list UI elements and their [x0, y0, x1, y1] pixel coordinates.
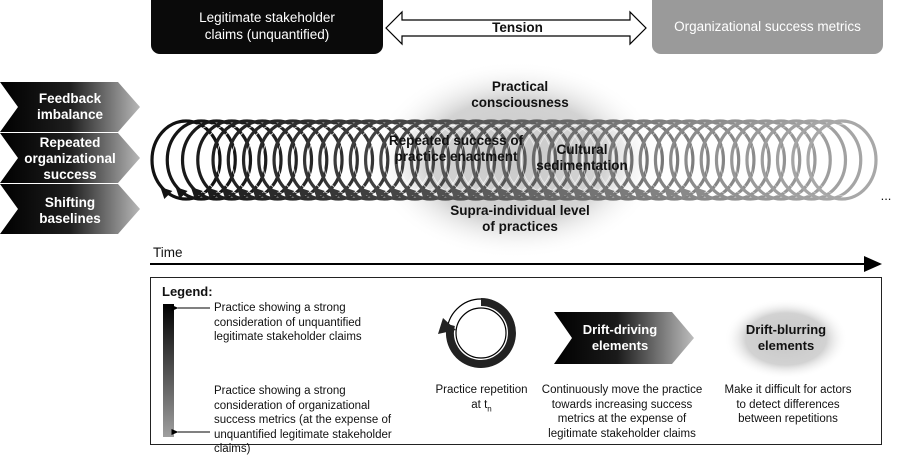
legend-title: Legend:: [162, 284, 213, 299]
success-metrics-label: Organizational success metrics: [674, 18, 861, 34]
driver-chevron-shifting-baselines: [0, 184, 140, 234]
driver-label-repeated-success: Repeated organizational success: [24, 135, 116, 183]
legend-drift-blurring-desc: Make it difficult for actors to detect d…: [724, 384, 852, 426]
legend-circle-caption-text: Practice repetition at t: [435, 384, 528, 411]
label-cultural-sedimentation: Cultural sedimentation: [536, 142, 628, 174]
legend-drift-blurring-label: Drift-blurring elements: [745, 322, 827, 353]
legend-gradient-top-desc: Practice showing a strong consideration …: [214, 302, 362, 344]
legend-gradient-bottom-desc: Practice showing a strong consideration …: [214, 385, 392, 456]
legend-drift-driving-chevron: [554, 312, 694, 364]
label-repeated-success-enactment: Repeated success of practice enactment: [388, 133, 524, 165]
legend-drift-driving-desc: Continuously move the practice towards i…: [541, 384, 703, 440]
time-label: Time: [153, 245, 183, 260]
legend-drift-driving-label: Drift-driving elements: [582, 322, 658, 353]
legend-circle-caption-subscript: n: [487, 403, 492, 413]
driver-chevron-repeated-success: [0, 133, 140, 183]
legend-gradient-bar: [163, 304, 174, 437]
tension-double-arrow: [385, 10, 647, 46]
tension-label: Tension: [492, 20, 543, 35]
stakeholder-claims-box: Legitimate stakeholder claims (unquantif…: [151, 0, 383, 54]
drift-blurring-cloud: [370, 61, 662, 259]
legend-drift-blurring-cloud: [724, 299, 848, 379]
stakeholder-claims-label: Legitimate stakeholder claims (unquantif…: [199, 10, 335, 42]
practice-repetition-circle: [806, 119, 878, 201]
legend-circle-caption: Practice repetition at tn: [434, 383, 529, 414]
drift-driver-chevrons: [0, 82, 140, 234]
label-practical-consciousness: Practical consciousness: [471, 79, 569, 111]
legend-box: [150, 277, 882, 445]
driver-label-shifting-baselines: Shifting baselines: [39, 195, 101, 227]
label-supra-individual: Supra-individual level of practices: [450, 203, 590, 235]
practice-repetition-chain: [150, 119, 878, 201]
driver-label-feedback: Feedback imbalance: [36, 91, 104, 123]
practice-repetition-circle: [363, 119, 436, 201]
legend-practice-circle: [438, 298, 516, 368]
driver-chevron-feedback: [0, 82, 140, 132]
continuation-ellipsis: ...: [880, 188, 892, 203]
success-metrics-box: Organizational success metrics: [652, 0, 883, 54]
